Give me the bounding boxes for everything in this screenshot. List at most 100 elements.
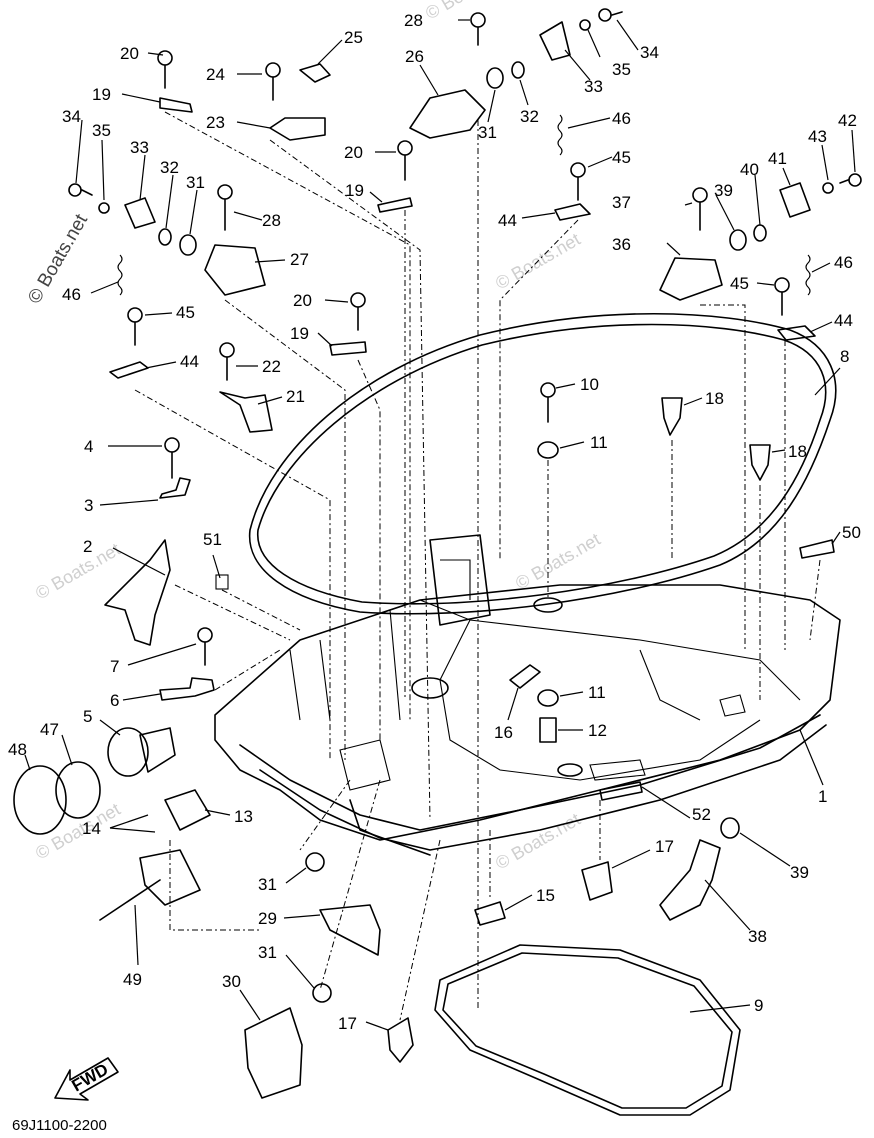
bolt-45-c: [774, 277, 790, 316]
bolt-37: [692, 187, 708, 231]
grommet-31-c: [305, 852, 325, 872]
callout-45a: 45: [612, 148, 631, 167]
spring-46-a: [117, 254, 123, 296]
callout-25: 25: [344, 28, 363, 47]
callout-36: 36: [612, 235, 631, 254]
callout-17a: 17: [655, 837, 674, 856]
bolt-22: [219, 342, 235, 381]
grommet-17-a: [581, 861, 613, 901]
plate-23: [269, 117, 326, 141]
boot-13: [164, 789, 211, 831]
callout-3: 3: [84, 496, 93, 515]
callout-26: 26: [405, 47, 424, 66]
label-50: [799, 539, 835, 559]
callout-44b: 44: [180, 352, 199, 371]
callout-48: 48: [8, 740, 27, 759]
part-code: 69J1100-2200: [12, 1117, 107, 1134]
bracket-27: [204, 244, 266, 296]
callout-39a: 39: [790, 863, 809, 882]
callout-18b: 18: [788, 442, 807, 461]
callout-15: 15: [536, 886, 555, 905]
callout-52: 52: [692, 805, 711, 824]
clip-19-b: [377, 197, 413, 213]
callout-14: 14: [82, 819, 101, 838]
clip-19-c: [329, 341, 367, 356]
clip-19-a: [159, 97, 193, 113]
spring-46-c: [805, 254, 811, 296]
callout-23: 23: [206, 113, 225, 132]
bolt-34-b: [598, 8, 623, 22]
watermark: © Boats.net: [32, 539, 124, 603]
bolt-4: [164, 437, 180, 479]
bolt-34-a: [68, 183, 93, 197]
callout-46c: 46: [834, 253, 853, 272]
callout-16: 16: [494, 723, 513, 742]
callout-47: 47: [40, 720, 59, 739]
callout-42: 42: [838, 111, 857, 130]
grommet-32-a: [511, 61, 525, 79]
grommet-15: [474, 901, 506, 926]
callout-30: 30: [222, 972, 241, 991]
callout-24: 24: [206, 65, 225, 84]
callout-9: 9: [754, 996, 763, 1015]
callout-37: 37: [612, 193, 631, 212]
callout-29: 29: [258, 909, 277, 928]
latch-38: [659, 839, 721, 921]
connector-5: [107, 727, 149, 777]
callout-44a: 44: [498, 211, 517, 230]
callout-40: 40: [740, 160, 759, 179]
callout-19b: 19: [345, 181, 364, 200]
callout-46a: 46: [612, 109, 631, 128]
callout-31c: 31: [258, 875, 277, 894]
grommet-39-b: [720, 817, 740, 839]
callout-31d: 31: [258, 943, 277, 962]
bracket-3: [159, 477, 191, 499]
callout-13: 13: [234, 807, 253, 826]
callout-50: 50: [842, 523, 861, 542]
bottom-cowling: [214, 534, 841, 856]
plug-18-a: [661, 397, 683, 436]
grommet-31-b: [179, 234, 197, 256]
washer-35-b: [579, 19, 591, 31]
label-51: [215, 574, 229, 590]
bolt-28-b: [217, 184, 233, 231]
connector-33-a: [539, 21, 571, 61]
callout-45b: 45: [176, 303, 195, 322]
callout-41: 41: [768, 149, 787, 168]
callout-18a: 18: [705, 389, 724, 408]
washer-43: [822, 182, 834, 194]
bolt-45-a: [127, 307, 143, 346]
callout-20b: 20: [344, 143, 363, 162]
leader-lines: [24, 19, 856, 1031]
callout-33a: 33: [584, 77, 603, 96]
callout-6: 6: [110, 691, 119, 710]
bracket-21: [219, 391, 273, 433]
callout-51: 51: [203, 530, 222, 549]
callout-22: 22: [262, 357, 281, 376]
bolt-24: [265, 62, 281, 101]
bracket-26: [409, 89, 486, 139]
bolt-7: [197, 627, 213, 666]
watermark: © Boats.net: [492, 809, 584, 873]
callout-8: 8: [840, 347, 849, 366]
handle-29: [319, 904, 381, 956]
watermark: © Boats.net: [32, 799, 124, 863]
callout-17b: 17: [338, 1014, 357, 1033]
grommet-39-a: [729, 229, 747, 251]
grommet-17-b: [387, 1017, 414, 1063]
callout-46b: 46: [62, 285, 81, 304]
bracket-6: [159, 677, 215, 701]
callout-11a: 11: [590, 433, 608, 452]
fwd-label: FWD: [69, 1060, 112, 1096]
callout-10: 10: [580, 375, 599, 394]
callout-19c: 19: [290, 324, 309, 343]
callout-20c: 20: [293, 291, 312, 310]
grommet-11-b: [537, 689, 559, 707]
bolt-20-b: [397, 140, 413, 181]
clip-44-a: [109, 361, 149, 379]
callout-35a: 35: [612, 60, 631, 79]
callout-43: 43: [808, 127, 827, 146]
callout-38: 38: [748, 927, 767, 946]
callout-21: 21: [286, 387, 305, 406]
connector-41: [779, 182, 811, 218]
